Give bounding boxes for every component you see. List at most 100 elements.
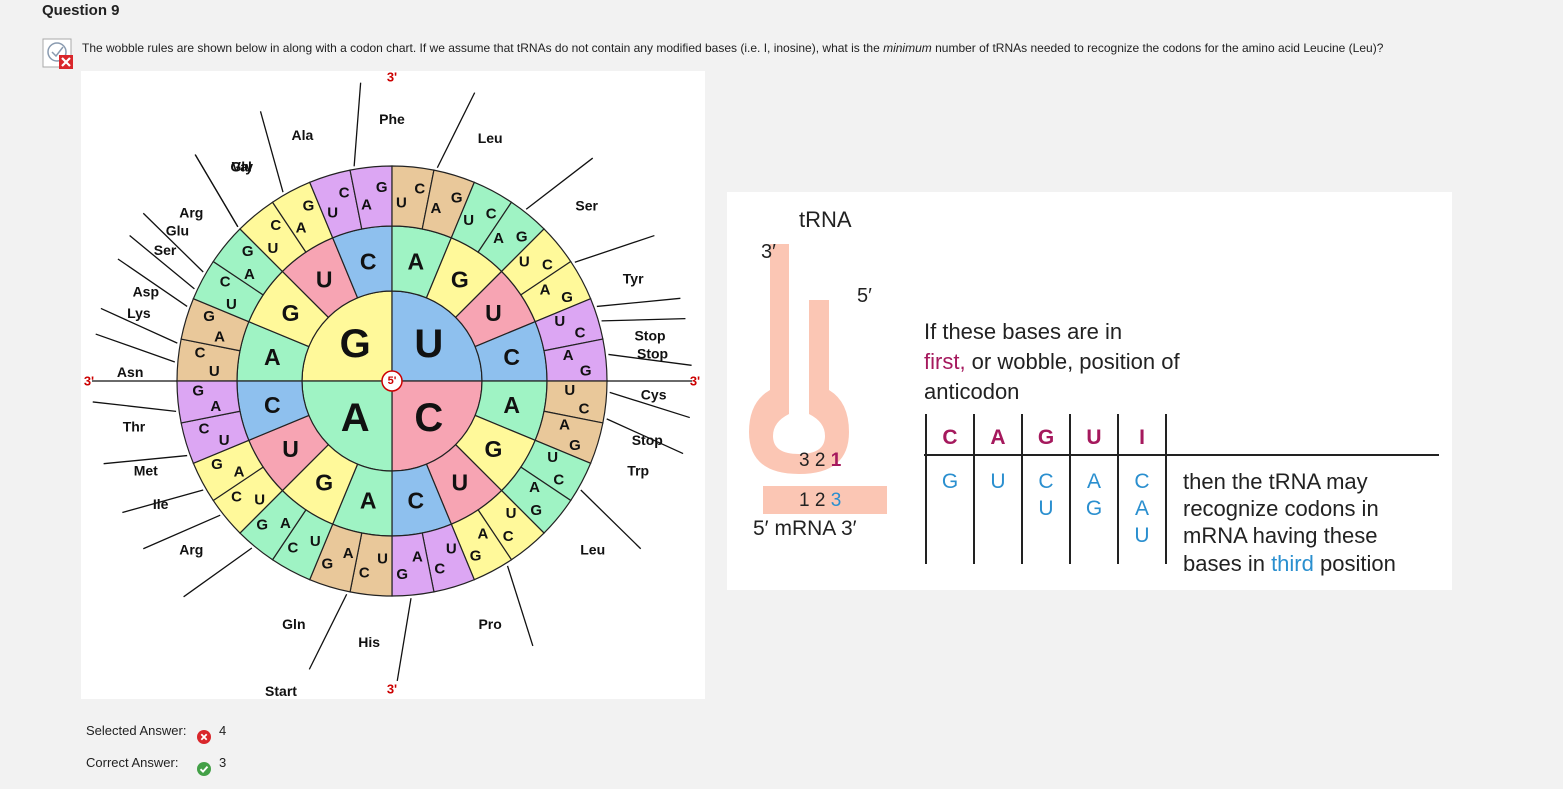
mrna-bar	[763, 486, 887, 514]
third-base-label: U	[254, 492, 265, 509]
third-base-label: C	[220, 273, 231, 290]
amino-acid-divider	[606, 418, 684, 455]
second-base-label: G	[451, 267, 469, 293]
third-base-label: C	[575, 325, 586, 342]
second-base-label: U	[282, 436, 299, 462]
first-base-a: A	[990, 426, 1005, 449]
svg-text:A: A	[1135, 497, 1149, 520]
amino-acid-label: Ala	[291, 127, 313, 143]
third-base-label: G	[451, 190, 463, 207]
third-base-label: U	[327, 205, 338, 222]
amino-acid-divider	[580, 489, 642, 550]
third-base-label: U	[554, 313, 565, 330]
third-base-label: A	[412, 549, 423, 566]
start-label: Start	[265, 683, 297, 699]
third-base-label: A	[540, 282, 551, 299]
result-line2: recognize codons in	[1183, 496, 1379, 521]
codon-positions: 1 2 3	[799, 490, 841, 511]
incorrect-icon	[197, 730, 211, 744]
amino-acid-label: Stop	[637, 346, 668, 362]
third-base-label: U	[547, 449, 558, 466]
amino-acid-divider	[525, 157, 594, 210]
third-base-label: U	[519, 253, 530, 270]
second-base-label: A	[264, 344, 281, 370]
amino-acid-label: Ser	[575, 198, 598, 214]
third-base-label: C	[542, 256, 553, 273]
svg-text:C: C	[1134, 470, 1149, 493]
first-base-label: G	[340, 322, 371, 366]
result-line4: bases in third position	[1183, 551, 1396, 576]
svg-text:3 2 1: 3 2 1	[799, 450, 842, 471]
third-base-label: G	[321, 555, 333, 572]
third-base-label: G	[376, 179, 388, 196]
amino-acid-divider	[436, 92, 476, 169]
second-base-label: C	[503, 344, 520, 370]
third-base-label: U	[219, 432, 230, 449]
second-base-label: C	[264, 392, 281, 418]
third-base-label: C	[414, 180, 425, 197]
svg-text:A: A	[1087, 470, 1101, 493]
third-base-label: A	[493, 230, 504, 247]
amino-acid-label: Leu	[478, 130, 503, 146]
amino-acid-label: Pro	[478, 616, 501, 632]
amino-acid-divider	[183, 547, 253, 598]
amino-acid-label: Thr	[123, 418, 146, 434]
third-base-label: G	[192, 383, 204, 400]
third-base-label: A	[214, 329, 225, 346]
mrna-label: 5′ mRNA 3′	[753, 517, 857, 540]
correct-answer-value: 3	[219, 755, 227, 770]
amino-acid-label: Asp	[133, 283, 159, 299]
amino-acid-divider	[100, 307, 178, 344]
first-base-label: C	[414, 396, 443, 440]
third-base-label: U	[506, 505, 517, 522]
svg-text:U: U	[1038, 497, 1053, 520]
correct-answer-label: Correct Answer:	[86, 755, 179, 770]
first-base-g: G	[1038, 426, 1054, 449]
third-base-label: C	[231, 489, 242, 506]
svg-text:U: U	[990, 470, 1005, 493]
amino-acid-label: Cys	[641, 387, 667, 403]
trna-5prime-label: 5′	[857, 285, 872, 307]
second-base-label: G	[315, 469, 333, 495]
svg-text:U: U	[1134, 524, 1149, 547]
third-base-label: U	[268, 240, 279, 257]
amino-acid-label: Asn	[117, 364, 143, 380]
third-base-label: G	[530, 502, 542, 519]
third-base-label: A	[478, 526, 489, 543]
third-base-label: U	[310, 533, 321, 550]
third-base-label: U	[396, 195, 407, 212]
third-base-label: G	[256, 517, 268, 534]
third-base-label: A	[559, 416, 570, 433]
third-base-label: U	[463, 212, 474, 229]
third-base-label: G	[211, 456, 223, 473]
amino-acid-divider	[608, 353, 692, 366]
third-base-label: C	[434, 561, 445, 578]
third-base-label: A	[430, 200, 441, 217]
amino-acid-label: His	[358, 634, 380, 650]
three-prime-left: 3'	[84, 374, 94, 389]
third-base-label: C	[195, 345, 206, 362]
third-base-label: C	[503, 528, 514, 545]
trna-3prime-label: 3′	[761, 241, 776, 263]
question-text: The wobble rules are shown below in alon…	[82, 41, 1384, 55]
amino-acid-label: Tyr	[623, 271, 644, 287]
second-base-label: U	[316, 267, 333, 293]
wobble-intro-line2: first, or wobble, position of	[924, 349, 1180, 374]
third-base-label: G	[242, 243, 254, 260]
second-base-label: G	[484, 436, 502, 462]
amino-acid-divider	[194, 154, 239, 228]
third-base-label: G	[303, 197, 315, 214]
amino-acid-divider	[142, 212, 204, 273]
first-base-i: I	[1139, 426, 1145, 449]
amino-acid-label: Ile	[153, 496, 169, 512]
first-base-u: U	[1086, 426, 1101, 449]
third-base-label: G	[396, 566, 408, 583]
amino-acid-divider	[259, 111, 284, 193]
amino-acid-label: Arg	[179, 541, 203, 557]
third-base-label: U	[226, 296, 237, 313]
first-base-c: C	[942, 426, 957, 449]
amino-acid-label: Stop	[634, 328, 665, 344]
amino-acid-label: Trp	[627, 463, 649, 479]
amino-acid-label: Ser	[154, 242, 177, 258]
